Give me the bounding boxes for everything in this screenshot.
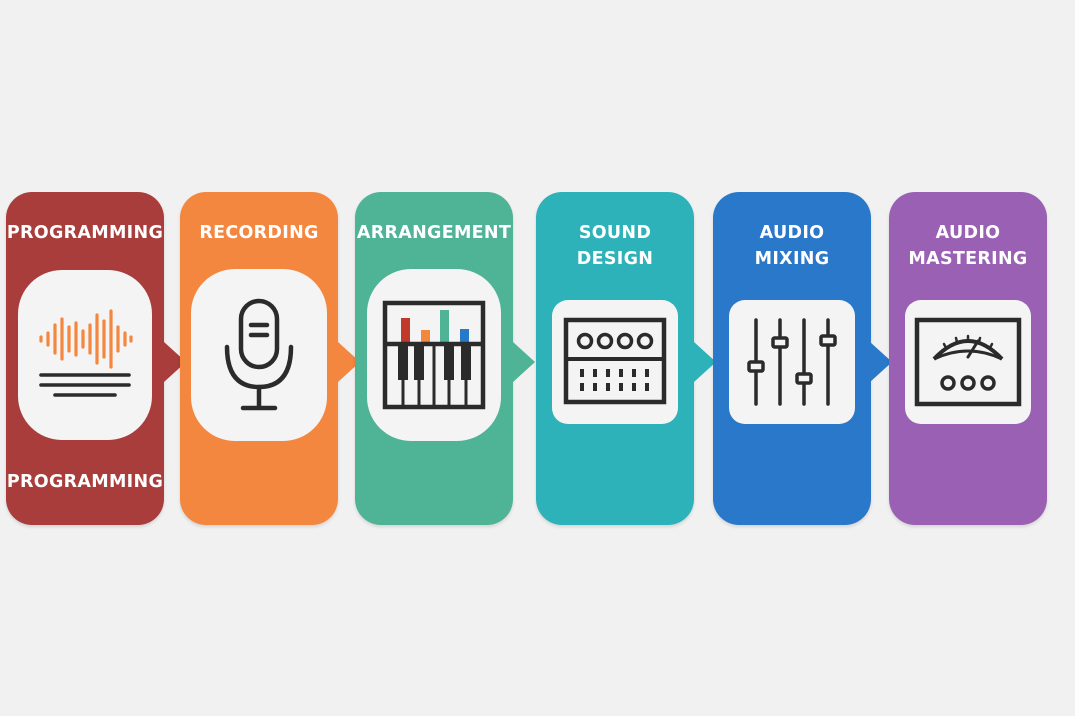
vu-meter-icon xyxy=(914,317,1022,407)
arrow-right-icon xyxy=(338,342,360,382)
step-title: AUDIO MIXING xyxy=(754,223,830,269)
step-title: SOUND DESIGN xyxy=(576,223,654,269)
step-audio-mixing: AUDIO MIXING xyxy=(713,192,871,525)
waveform-lines-icon xyxy=(35,305,135,405)
piano-keys-icon xyxy=(382,300,486,410)
step-recording: RECORDING xyxy=(180,192,338,525)
icon-tile xyxy=(367,269,501,441)
step-title: AUDIO MASTERING xyxy=(908,223,1028,269)
mixer-faders-icon xyxy=(742,316,842,408)
synth-module-icon xyxy=(563,317,667,407)
step-title: ARRANGEMENT xyxy=(356,223,512,243)
step-audio-mastering: AUDIO MASTERING xyxy=(889,192,1047,525)
icon-tile xyxy=(552,300,678,424)
arrow-right-icon xyxy=(694,342,716,382)
arrow-right-icon xyxy=(870,342,892,382)
workflow-diagram: PROGRAMMING xyxy=(0,192,1075,525)
icon-tile xyxy=(18,270,152,440)
step-bottom-label: PROGRAMMING xyxy=(6,472,164,492)
microphone-icon xyxy=(219,295,299,415)
step-title: RECORDING xyxy=(199,223,319,243)
arrow-right-icon xyxy=(513,342,535,382)
step-title: PROGRAMMING xyxy=(6,223,164,243)
step-programming: PROGRAMMING xyxy=(6,192,164,525)
icon-tile xyxy=(905,300,1031,424)
icon-tile xyxy=(191,269,327,441)
step-arrangement: ARRANGEMENT xyxy=(355,192,513,525)
icon-tile xyxy=(729,300,855,424)
step-sound-design: SOUND DESIGN xyxy=(536,192,694,525)
